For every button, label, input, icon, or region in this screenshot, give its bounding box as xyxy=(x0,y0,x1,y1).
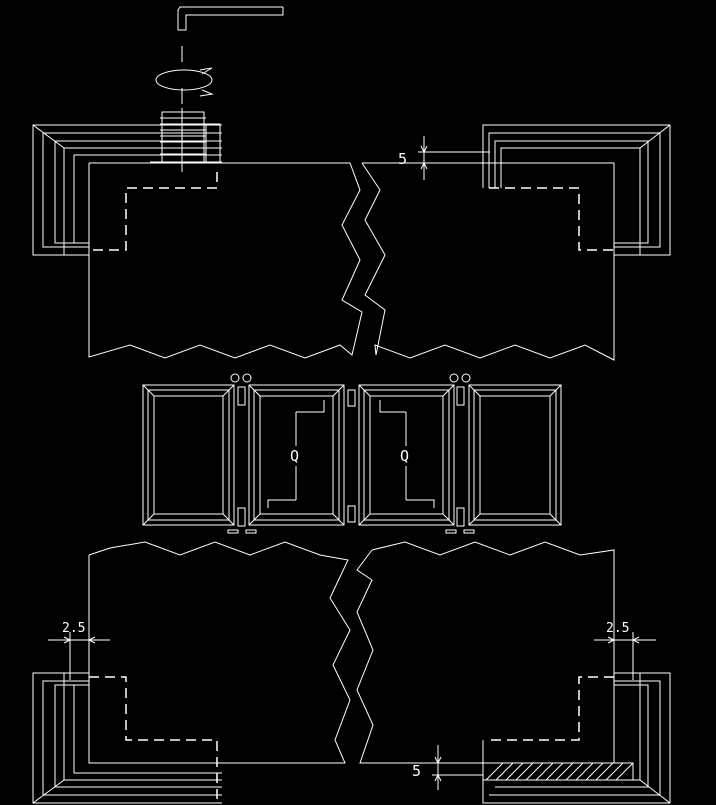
allen-key-icon xyxy=(177,6,284,104)
hinge-left xyxy=(227,373,257,534)
folding-panel-1 xyxy=(142,384,235,526)
top-panel-right xyxy=(361,162,615,361)
panel-2-label: Q xyxy=(290,447,299,465)
folding-panel-4 xyxy=(468,384,562,526)
folding-panels: Q Q xyxy=(142,373,562,534)
top-panel-left xyxy=(88,162,363,359)
top-gap-label: 5 xyxy=(398,150,407,168)
hatch-pattern xyxy=(485,762,634,781)
rotation-arrow-icon xyxy=(155,67,214,97)
hinge-center xyxy=(347,389,356,523)
top-left-frame xyxy=(32,124,222,256)
left-offset-label: 2.5 xyxy=(62,621,85,636)
hinge-right xyxy=(445,373,475,534)
bottom-panel-left xyxy=(88,541,351,764)
top-right-frame xyxy=(482,124,671,256)
bottom-right-frame xyxy=(482,672,671,804)
bottom-gap-dimension: 5 xyxy=(412,745,483,790)
bottom-panel-right xyxy=(356,541,615,764)
panel-3-label: Q xyxy=(400,447,409,465)
top-gap-dimension: 5 xyxy=(398,136,490,180)
right-offset-dimension: 2.5 xyxy=(594,621,656,680)
threaded-connector xyxy=(150,108,222,172)
folding-panel-2: Q xyxy=(248,384,345,526)
bottom-left-frame xyxy=(32,672,222,804)
bottom-gap-label: 5 xyxy=(412,762,421,780)
left-offset-dimension: 2.5 xyxy=(48,621,110,680)
right-offset-label: 2.5 xyxy=(606,621,629,636)
folding-panel-3: Q xyxy=(358,384,455,526)
